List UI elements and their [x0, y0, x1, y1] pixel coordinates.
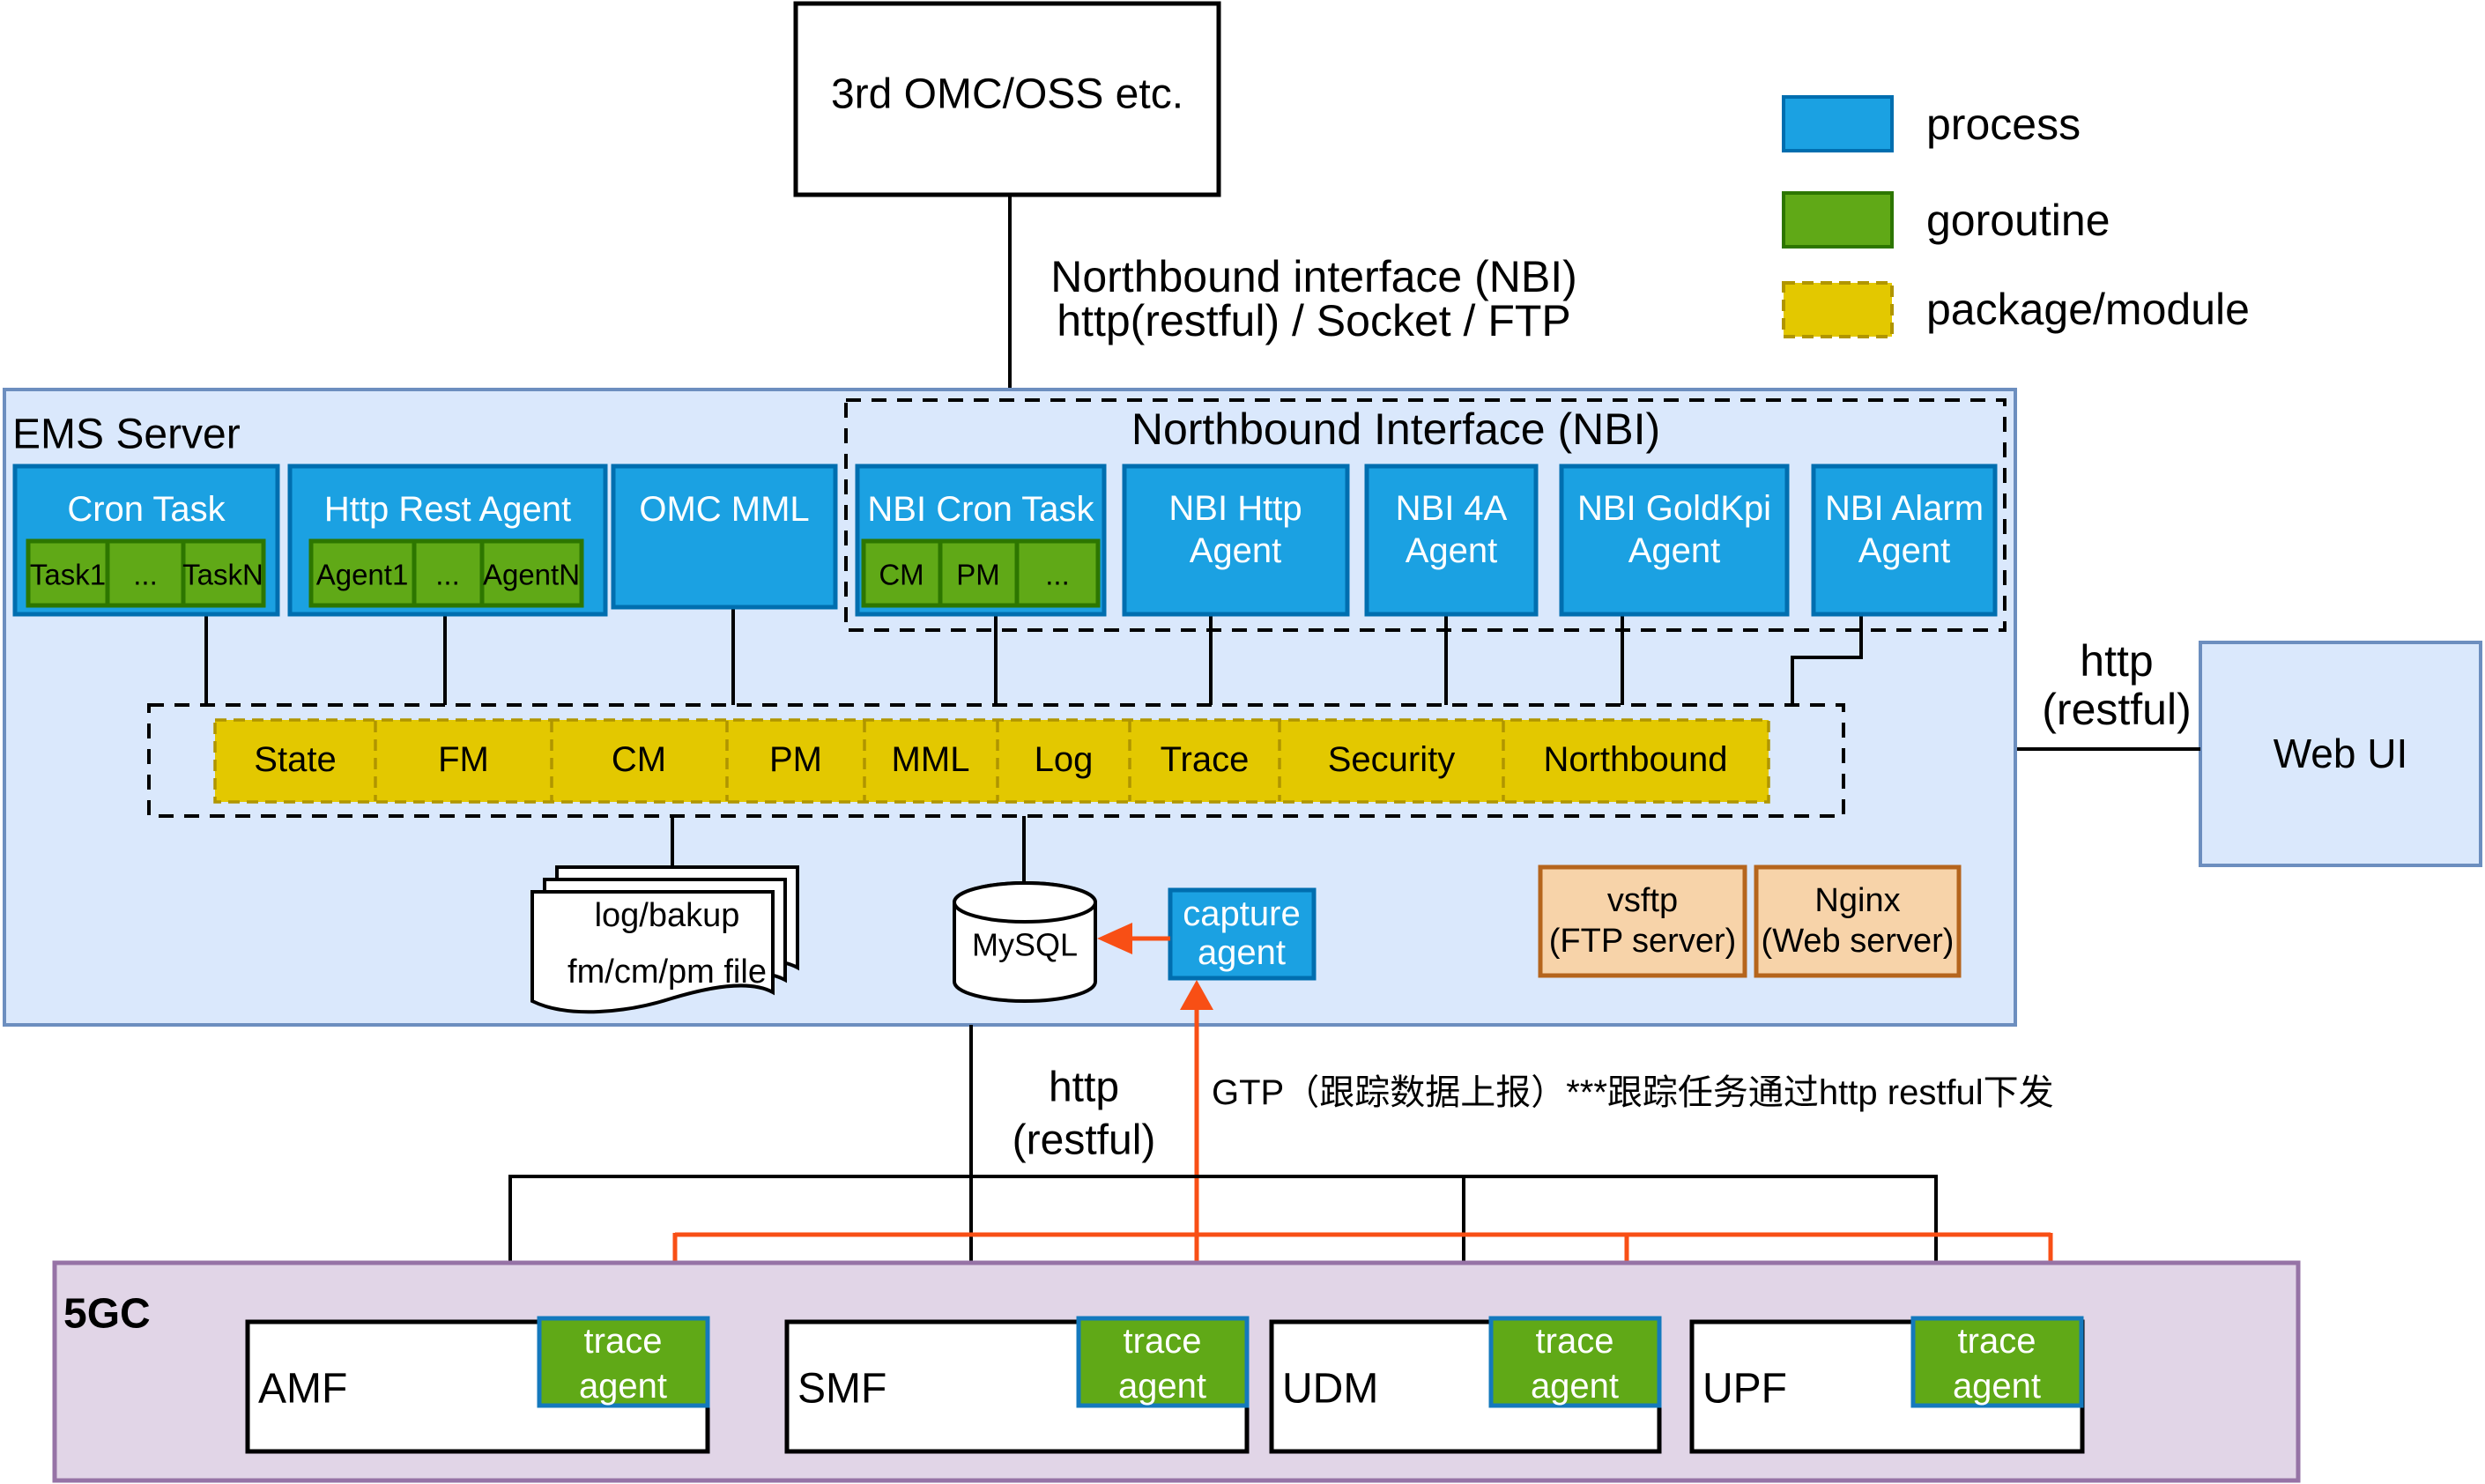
svg-text:FM: FM: [438, 740, 489, 779]
svg-text:MySQL: MySQL: [972, 927, 1078, 963]
svg-text:http: http: [1049, 1065, 1119, 1111]
svg-text:NBI GoldKpi: NBI GoldKpi: [1577, 489, 1771, 528]
svg-text:(restful): (restful): [1013, 1117, 1156, 1164]
svg-text:PM: PM: [956, 559, 1000, 591]
svg-text:Agent: Agent: [1628, 531, 1721, 570]
svg-text:PM: PM: [769, 740, 822, 779]
svg-text:Northbound interface (NBI): Northbound interface (NBI): [1050, 252, 1577, 301]
svg-text:Nginx: Nginx: [1814, 882, 1900, 919]
svg-text:GTP（跟踪数据上报）***跟踪任务通过http restf: GTP（跟踪数据上报）***跟踪任务通过http restful下发: [1212, 1073, 2054, 1112]
svg-text:agent: agent: [1531, 1367, 1619, 1406]
svg-text:(Web server): (Web server): [1762, 923, 1955, 960]
svg-text:NBI Http: NBI Http: [1168, 489, 1302, 528]
svg-text:...: ...: [435, 559, 460, 591]
svg-text:trace: trace: [1536, 1322, 1614, 1361]
svg-text:Web UI: Web UI: [2274, 731, 2408, 776]
svg-text:process: process: [1926, 100, 2081, 149]
svg-text:Cron Task: Cron Task: [67, 490, 226, 529]
svg-text:(FTP server): (FTP server): [1549, 923, 1737, 960]
svg-text:UPF: UPF: [1702, 1366, 1787, 1413]
svg-text:NBI 4A: NBI 4A: [1396, 489, 1508, 528]
svg-text:UDM: UDM: [1282, 1366, 1378, 1413]
svg-text:NBI Cron Task: NBI Cron Task: [867, 490, 1094, 529]
svg-text:agent: agent: [1198, 933, 1286, 972]
svg-text:Security: Security: [1328, 740, 1456, 779]
svg-text:agent: agent: [1953, 1367, 2041, 1406]
svg-text:AMF: AMF: [258, 1366, 347, 1413]
svg-text:http: http: [2080, 636, 2153, 686]
svg-text:TaskN: TaskN: [182, 559, 263, 591]
svg-text:http(restful) / Socket / FTP: http(restful) / Socket / FTP: [1057, 296, 1571, 345]
svg-text:Log: Log: [1035, 740, 1094, 779]
svg-text:package/module: package/module: [1926, 285, 2250, 334]
svg-text:NBI Alarm: NBI Alarm: [1825, 489, 1984, 528]
svg-text:Task1: Task1: [30, 559, 106, 591]
svg-text:capture: capture: [1183, 894, 1300, 933]
svg-text:Northbound: Northbound: [1543, 740, 1727, 779]
svg-text:Trace: Trace: [1161, 740, 1250, 779]
svg-text:agent: agent: [1118, 1367, 1206, 1406]
svg-text:State: State: [254, 740, 336, 779]
svg-text:trace: trace: [584, 1322, 663, 1361]
svg-text:...: ...: [1045, 559, 1070, 591]
svg-text:...: ...: [133, 559, 158, 591]
svg-text:5GC: 5GC: [63, 1291, 151, 1338]
svg-text:Agent: Agent: [1190, 531, 1282, 570]
svg-text:SMF: SMF: [797, 1366, 886, 1413]
svg-text:Agent1: Agent1: [316, 559, 409, 591]
svg-text:MML: MML: [892, 740, 970, 779]
svg-text:trace: trace: [1124, 1322, 1202, 1361]
svg-text:OMC MML: OMC MML: [639, 490, 809, 529]
svg-text:Agent: Agent: [1406, 531, 1498, 570]
svg-text:AgentN: AgentN: [483, 559, 580, 591]
svg-text:goroutine: goroutine: [1926, 196, 2110, 245]
svg-text:(restful): (restful): [2042, 685, 2191, 734]
svg-text:agent: agent: [579, 1367, 667, 1406]
svg-text:vsftp: vsftp: [1607, 882, 1678, 919]
svg-text:Http Rest Agent: Http Rest Agent: [324, 490, 571, 529]
svg-text:trace: trace: [1958, 1322, 2036, 1361]
svg-text:Agent: Agent: [1858, 531, 1951, 570]
svg-text:Northbound Interface (NBI): Northbound Interface (NBI): [1131, 404, 1660, 454]
svg-text:3rd OMC/OSS etc.: 3rd OMC/OSS etc.: [831, 71, 1183, 118]
svg-text:CM: CM: [879, 559, 924, 591]
svg-text:log/bakup: log/bakup: [595, 897, 740, 934]
svg-text:fm/cm/pm file: fm/cm/pm file: [567, 953, 767, 991]
svg-text:CM: CM: [612, 740, 666, 779]
svg-text:EMS Server: EMS Server: [12, 412, 241, 458]
